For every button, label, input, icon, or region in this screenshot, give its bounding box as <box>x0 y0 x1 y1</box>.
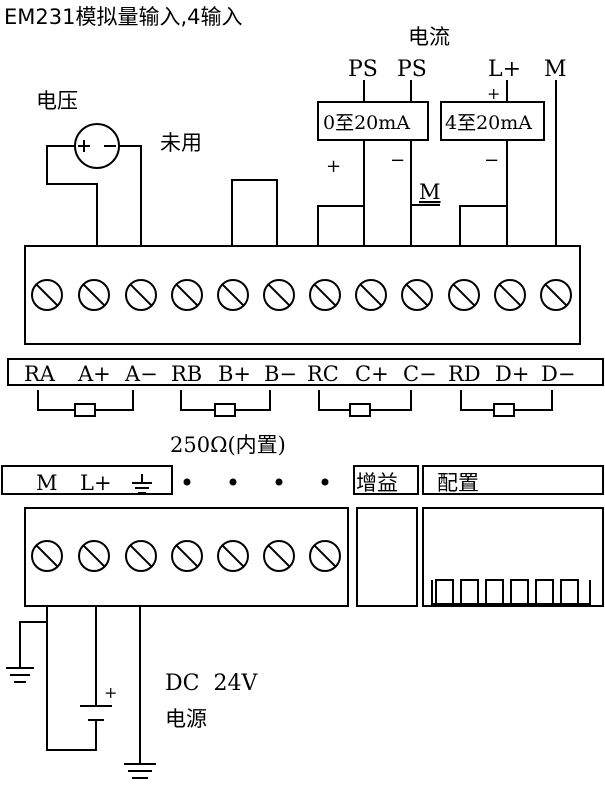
voltage-source-icon <box>74 123 120 169</box>
screw-terminal-icon <box>494 279 526 311</box>
plus-sign-top: + <box>487 84 500 103</box>
diagram-title: EM231模拟量输入,4输入 <box>4 5 243 29</box>
screw-terminal-icon <box>263 279 295 311</box>
screw-terminal-icon <box>31 540 63 572</box>
voltage-wire-minus <box>119 145 142 246</box>
input-terminal-screws <box>31 279 572 311</box>
ground-icon-label <box>132 474 152 494</box>
rc-jumper <box>317 205 364 246</box>
ground-icon-left <box>6 667 34 683</box>
screw-terminal-icon <box>355 279 387 311</box>
label-a-plus: A+ <box>77 362 111 386</box>
minus-sign-1: − <box>390 150 405 171</box>
gain-label-box <box>353 465 419 495</box>
label-a-minus: A− <box>124 362 158 386</box>
supply-minus-wire <box>46 622 97 751</box>
screw-terminal-icon <box>31 279 63 311</box>
lplus-label-top: L+ <box>488 57 521 82</box>
ground-icon-right <box>124 763 156 779</box>
label-rd: RD <box>448 362 481 386</box>
screw-terminal-icon <box>217 279 249 311</box>
config-label-box <box>422 465 604 495</box>
screw-terminal-icon <box>125 279 157 311</box>
screw-terminal-icon <box>309 279 341 311</box>
unused-jumper <box>231 179 278 246</box>
label-rc: RC <box>307 362 339 386</box>
config-label: 配置 <box>437 471 479 495</box>
resistor-note: 250Ω(内置) <box>170 433 286 457</box>
dip-switch-icon <box>535 579 554 605</box>
battery-icon <box>80 705 112 721</box>
label-c-plus: C+ <box>355 362 389 386</box>
label-d-plus: D+ <box>495 362 529 386</box>
range-box-4-20ma <box>440 101 545 141</box>
input-terminal-block <box>24 245 581 345</box>
screw-terminal-icon <box>78 279 110 311</box>
gain-potentiometer-box <box>356 507 418 607</box>
label-c-minus: C− <box>403 362 437 386</box>
unused-label: 未用 <box>160 131 202 155</box>
screw-terminal-icon <box>171 279 203 311</box>
screw-terminal-icon <box>448 279 480 311</box>
internal-resistor-d <box>460 390 553 417</box>
m-label-mid: M <box>419 180 441 204</box>
label-ra: RA <box>24 362 56 386</box>
screw-terminal-icon <box>263 540 295 572</box>
input-label-strip <box>7 358 604 386</box>
dip-switch-icon <box>560 579 579 605</box>
label-b-minus: B− <box>264 362 297 386</box>
supply-label: 电源 <box>165 707 207 731</box>
screw-terminal-icon <box>309 540 341 572</box>
range-box-0-20ma <box>317 101 429 141</box>
internal-resistor-c <box>318 390 412 417</box>
unused-terminal-dots <box>183 478 329 486</box>
gain-label: 增益 <box>356 471 398 495</box>
dip-switch-icon <box>460 579 479 605</box>
dip-switch-icon <box>510 579 529 605</box>
power-label-lplus: L+ <box>80 471 112 495</box>
voltage-label: 电压 <box>36 89 78 113</box>
supply-voltage-label: DC 24V <box>165 671 258 696</box>
screw-terminal-icon <box>401 279 433 311</box>
screw-terminal-icon <box>540 279 572 311</box>
ps-label-1: PS <box>348 57 378 82</box>
input-labels: RA A+ A− RB B+ B− RC C+ C− RD D+ D− <box>24 362 575 386</box>
power-label-box <box>1 465 173 495</box>
dip-switches <box>431 579 591 605</box>
m-label-top: M <box>544 57 567 82</box>
label-d-minus: D− <box>541 362 575 386</box>
screw-terminal-icon <box>171 540 203 572</box>
power-terminal-screws <box>31 540 341 572</box>
config-dip-switch-box <box>422 507 604 607</box>
battery-plus-sign: + <box>104 683 117 702</box>
current-label: 电流 <box>408 25 450 49</box>
screw-terminal-icon <box>125 540 157 572</box>
ps-label-2: PS <box>397 57 427 82</box>
label-rb: RB <box>171 362 202 386</box>
power-terminal-block <box>24 507 349 607</box>
voltage-wire-plus <box>46 145 98 246</box>
dip-switch-icon <box>435 579 454 605</box>
rd-jumper <box>459 205 507 246</box>
dip-switch-frame <box>431 580 591 605</box>
internal-resistor-b <box>180 390 271 417</box>
label-b-plus: B+ <box>218 362 251 386</box>
range-box-4-20ma-label: 4至20mA <box>445 112 532 134</box>
screw-terminal-icon <box>78 540 110 572</box>
minus-sign-2: − <box>484 150 499 171</box>
range-box-0-20ma-label: 0至20mA <box>323 112 410 134</box>
plus-sign-1: + <box>326 156 341 177</box>
screw-terminal-icon <box>217 540 249 572</box>
dip-switch-icon <box>485 579 504 605</box>
internal-resistor-a <box>37 390 134 417</box>
ground-wire-left <box>19 606 48 668</box>
power-label-m: M <box>36 471 58 495</box>
